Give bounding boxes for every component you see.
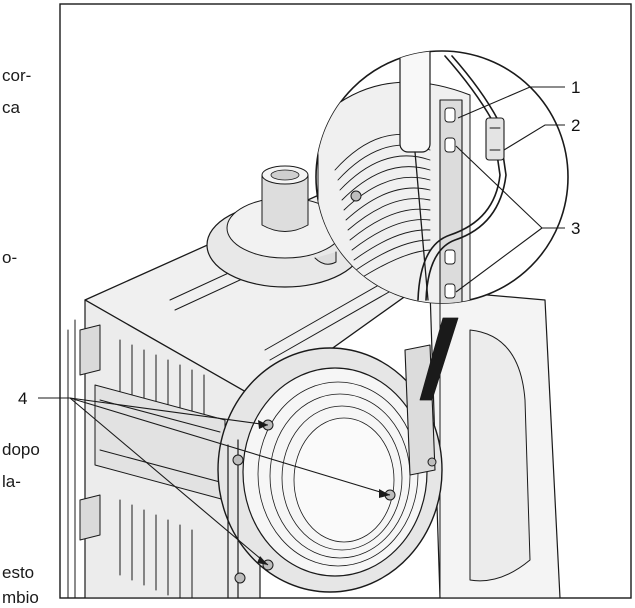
callout-1: 1: [571, 78, 580, 97]
grille-slats: [94, 339, 226, 598]
text-fragment-7: mbio: [2, 588, 39, 607]
callout-3: 3: [571, 219, 580, 238]
text-fragment-1: cor-: [2, 66, 32, 85]
screw-2: [232, 454, 244, 466]
burner-ring: [217, 347, 443, 593]
text-fragment-3: o-: [2, 248, 18, 267]
callout-2: 2: [571, 116, 580, 135]
text-fragment-6: esto: [2, 563, 35, 582]
text-fragment-5: la-: [2, 472, 21, 491]
text-fragment-4: dopo: [2, 440, 40, 459]
text-fragment-2: ca: [2, 98, 20, 117]
wire-connector: [485, 117, 505, 161]
detail-magnifier: [315, 50, 569, 304]
callout-4: 4: [18, 389, 27, 408]
